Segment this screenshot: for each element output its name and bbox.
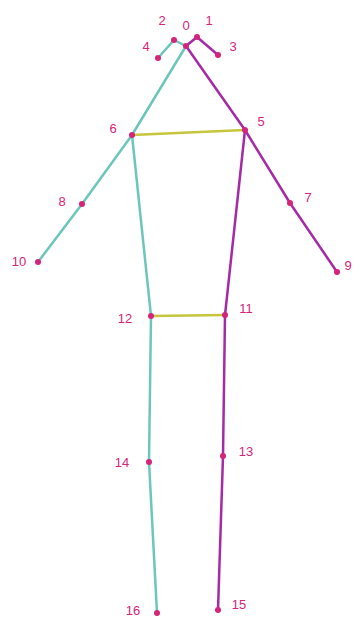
keypoint-dot bbox=[220, 453, 226, 459]
keypoint-dot bbox=[222, 312, 228, 318]
keypoint-dot bbox=[242, 127, 248, 133]
callout-number: 4 bbox=[142, 40, 149, 53]
keypoint-dot bbox=[194, 34, 200, 40]
shoulder-line bbox=[132, 130, 245, 135]
keypoint-dot bbox=[35, 259, 41, 265]
callout-number: 7 bbox=[304, 191, 311, 204]
keypoint-dot bbox=[287, 200, 293, 206]
keypoint-dot bbox=[146, 459, 152, 465]
leg-line bbox=[132, 135, 157, 613]
callout-number: 14 bbox=[115, 456, 129, 469]
callout-number: 6 bbox=[109, 122, 116, 135]
callout-number: 8 bbox=[58, 195, 65, 208]
callout-number: 1 bbox=[205, 14, 212, 27]
keypoint-dot bbox=[334, 269, 340, 275]
callout-number: 3 bbox=[229, 40, 236, 53]
callout-number: 13 bbox=[239, 445, 253, 458]
callout-number: 2 bbox=[158, 14, 165, 27]
callout-number: 16 bbox=[126, 604, 140, 617]
keypoint-dot bbox=[148, 313, 154, 319]
arm-line bbox=[186, 46, 337, 272]
callout-number: 0 bbox=[182, 19, 189, 32]
callout-number: 15 bbox=[232, 598, 246, 611]
keypoint-dot bbox=[171, 37, 177, 43]
callout-number: 5 bbox=[257, 115, 264, 128]
keypoint-dot bbox=[183, 43, 189, 49]
hip-line bbox=[151, 315, 225, 316]
keypoint-dot bbox=[155, 55, 161, 61]
keypoint-dot bbox=[215, 52, 221, 58]
arm-line bbox=[38, 46, 186, 262]
keypoint-dot bbox=[154, 610, 160, 616]
callout-number: 9 bbox=[344, 259, 351, 272]
keypoint-dot bbox=[129, 132, 135, 138]
callout-number: 12 bbox=[118, 312, 132, 325]
callout-number: 11 bbox=[239, 302, 253, 315]
leg-line bbox=[218, 130, 245, 610]
keypoint-dot bbox=[79, 201, 85, 207]
callout-number: 10 bbox=[12, 255, 26, 268]
keypoint-dot bbox=[215, 607, 221, 613]
